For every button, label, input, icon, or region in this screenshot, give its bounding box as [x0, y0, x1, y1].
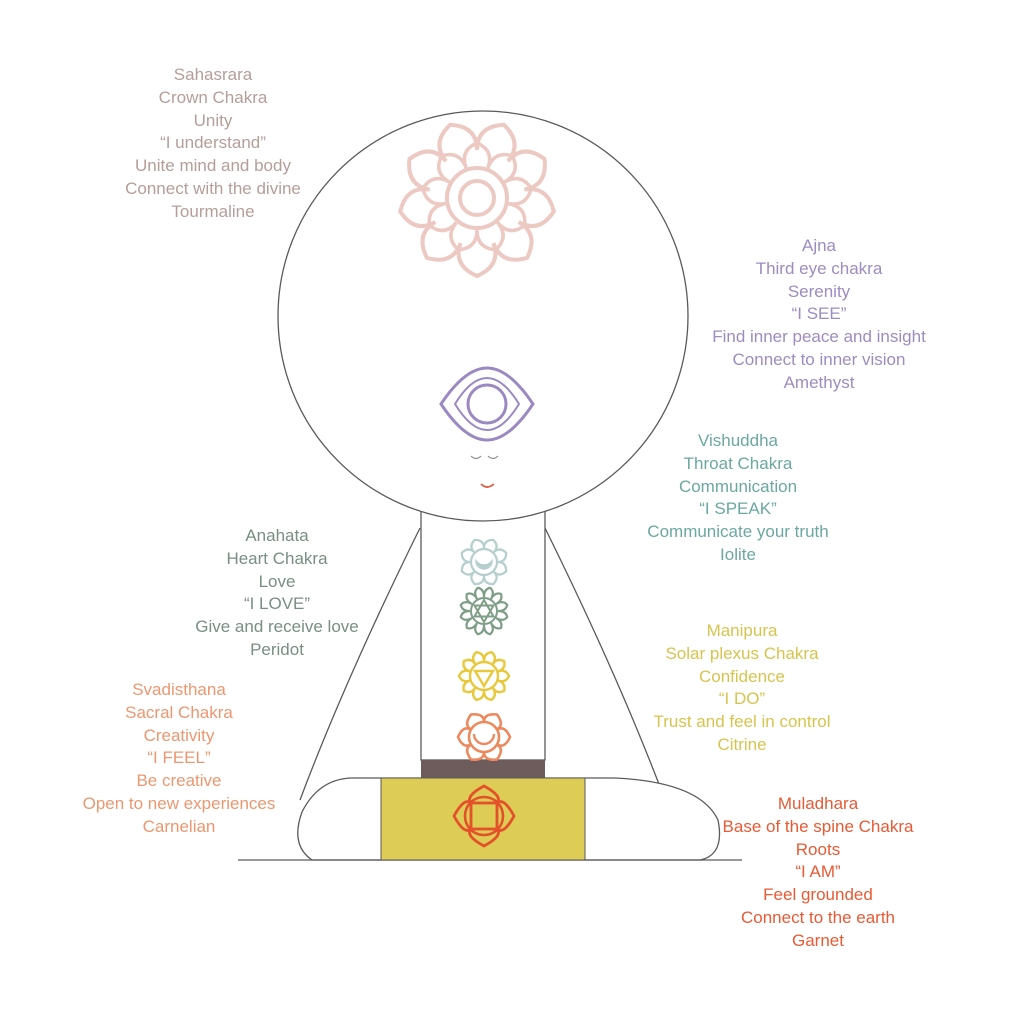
chakra-stone: Iolite	[720, 544, 756, 564]
lotus-center-icon	[458, 179, 496, 217]
chakra-name: Anahata	[245, 526, 309, 545]
lotus-petals-icon	[459, 586, 509, 636]
chakra-intention: Trust and feel in control	[653, 712, 831, 732]
chakra-stone: Citrine	[717, 734, 767, 754]
chakra-intention: Find inner peace and insight	[712, 327, 926, 347]
chakra-theme: Creativity	[143, 725, 215, 745]
heart-chakra-description: Anahata Heart Chakra Love “I LOVE” Give …	[160, 525, 394, 662]
chakra-stone: Amethyst	[783, 372, 855, 392]
crescent-icon	[475, 558, 493, 570]
chakra-name: Muladhara	[777, 794, 859, 813]
third-eye-chakra-description: Ajna Third eye chakra Serenity “I SEE” F…	[668, 235, 970, 395]
eye-pupil-ring	[466, 383, 508, 425]
chakra-name: Ajna	[801, 236, 837, 255]
chakra-stone: Carnelian	[142, 816, 216, 836]
chakra-title: Base of the spine Chakra	[722, 816, 914, 836]
chakra-affirmation: “I understand”	[160, 133, 266, 153]
crown-chakra-description: Sahasrara Crown Chakra Unity “I understa…	[72, 64, 354, 224]
square-icon	[469, 801, 499, 831]
chakra-intention: Open to new experiences	[82, 793, 276, 813]
ring-icon	[468, 660, 500, 692]
chakra-affirmation: “I FEEL”	[147, 748, 211, 768]
chakra-title: Solar plexus Chakra	[665, 643, 819, 663]
chakra-affirmation: “I AM”	[795, 862, 841, 882]
chakra-intention: Connect to the earth	[740, 907, 896, 927]
chakra-title: Crown Chakra	[158, 87, 268, 107]
crown-chakra-symbol	[398, 122, 556, 279]
chakra-stone: Peridot	[250, 639, 304, 659]
lotus-petals-icon	[456, 713, 512, 761]
smile	[480, 483, 495, 488]
third-eye-chakra-symbol	[439, 366, 535, 442]
chakra-theme: Communication	[678, 476, 798, 496]
triangle-up-icon	[472, 597, 496, 618]
chakra-intention: Feel grounded	[763, 885, 873, 905]
chakra-theme: Serenity	[787, 281, 851, 301]
chakra-theme: Love	[258, 571, 296, 591]
heart-chakra-symbol	[459, 586, 509, 636]
chakra-name: Svadisthana	[132, 680, 226, 699]
chakra-stone: Garnet	[792, 930, 844, 950]
lotus-petals-icon	[460, 538, 508, 586]
chakra-name: Vishuddha	[697, 431, 779, 450]
ring-icon	[463, 795, 505, 837]
lotus-petals-icon	[452, 784, 516, 848]
chakra-theme: Confidence	[698, 666, 785, 686]
chakra-title: Heart Chakra	[226, 548, 328, 568]
sacral-chakra-description: Svadisthana Sacral Chakra Creativity “I …	[40, 679, 318, 839]
chakra-affirmation: “I DO”	[718, 689, 766, 709]
throat-chakra-description: Vishuddha Throat Chakra Communication “I…	[608, 430, 868, 567]
chakra-title: Third eye chakra	[755, 258, 883, 278]
triangle-down-icon	[472, 669, 496, 689]
chakra-theme: Roots	[795, 839, 841, 859]
lotus-petals-icon	[420, 141, 534, 252]
triangle-down-icon	[472, 604, 496, 625]
chakra-intention: Connect to inner vision	[732, 349, 906, 369]
chakra-title: Throat Chakra	[683, 453, 793, 473]
chakra-intention: Unite mind and body	[135, 156, 291, 176]
chakra-stone: Tourmaline	[171, 201, 255, 221]
chakra-affirmation: “I SPEAK”	[699, 499, 777, 519]
left-closed-eye	[470, 455, 482, 460]
chakra-intention: Connect with the divine	[125, 178, 301, 198]
ring-icon	[469, 547, 499, 577]
lotus-petals-icon	[457, 650, 511, 702]
crescent-icon	[472, 733, 496, 746]
right-closed-eye	[487, 455, 499, 460]
chakra-intention: Be creative	[136, 771, 222, 791]
chakra-intention: Give and receive love	[195, 617, 359, 637]
lotus-petals-icon	[398, 122, 556, 279]
waistband	[421, 760, 545, 778]
eye-inner-lid	[453, 376, 521, 432]
solar-plexus-chakra-symbol	[457, 650, 511, 702]
chakra-affirmation: “I LOVE”	[243, 594, 311, 614]
chakra-title: Sacral Chakra	[125, 702, 233, 722]
chakra-theme: Unity	[193, 110, 233, 130]
lotus-ring-icon	[445, 166, 509, 230]
left-arm-outline	[299, 527, 421, 801]
chakra-name: Manipura	[706, 621, 778, 640]
chakra-affirmation: “I SEE”	[791, 304, 847, 324]
sacral-chakra-symbol	[456, 713, 512, 761]
head-outline	[277, 110, 689, 522]
solar-plexus-chakra-description: Manipura Solar plexus Chakra Confidence …	[614, 620, 870, 757]
ring-icon	[467, 720, 501, 754]
eye-lotus-icon	[439, 366, 535, 442]
lap-cloth	[380, 777, 586, 861]
right-arm-outline	[544, 527, 666, 801]
chakra-intention: Communicate your truth	[647, 522, 829, 542]
throat-chakra-symbol	[460, 538, 508, 586]
chakra-name: Sahasrara	[173, 65, 253, 84]
root-chakra-symbol	[452, 784, 516, 848]
root-chakra-description: Muladhara Base of the spine Chakra Roots…	[678, 793, 958, 953]
